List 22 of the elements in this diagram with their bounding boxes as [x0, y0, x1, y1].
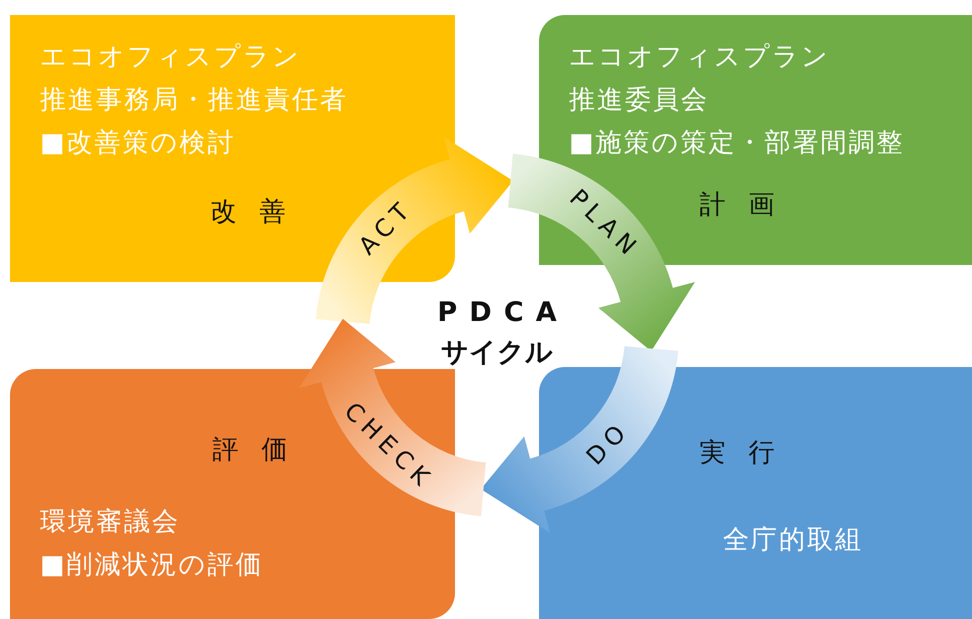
- stage-title: 評価: [211, 434, 312, 467]
- organization-name: 環境審議会: [40, 506, 180, 539]
- improvement-box: [10, 15, 455, 282]
- edge-label: DO: [581, 415, 636, 470]
- evaluation-box: [10, 369, 455, 619]
- plan-box: [539, 15, 972, 265]
- cycle-title: PDCA: [436, 297, 569, 328]
- task-description: ■施策の策定・部署間調整: [569, 127, 905, 160]
- stage-title: 改善: [209, 196, 310, 229]
- stage-title: 計画: [698, 189, 798, 222]
- execution-box: [539, 367, 972, 619]
- curved-arrow: [298, 318, 486, 516]
- stage-title: 実行: [698, 437, 798, 470]
- curved-arrow: [480, 346, 678, 534]
- stage-description: 全庁的取組: [723, 524, 863, 557]
- task-description: ■改善策の検討: [40, 127, 236, 160]
- cycle-title: サイクル: [441, 336, 553, 370]
- organization-name: エコオフィスプラン推進事務局・推進責任者: [40, 41, 349, 117]
- task-description: ■削減状況の評価: [40, 549, 264, 582]
- curved-arrow: [316, 136, 514, 324]
- curved-arrow: [508, 154, 696, 352]
- organization-name: エコオフィスプラン推進委員会: [569, 41, 831, 117]
